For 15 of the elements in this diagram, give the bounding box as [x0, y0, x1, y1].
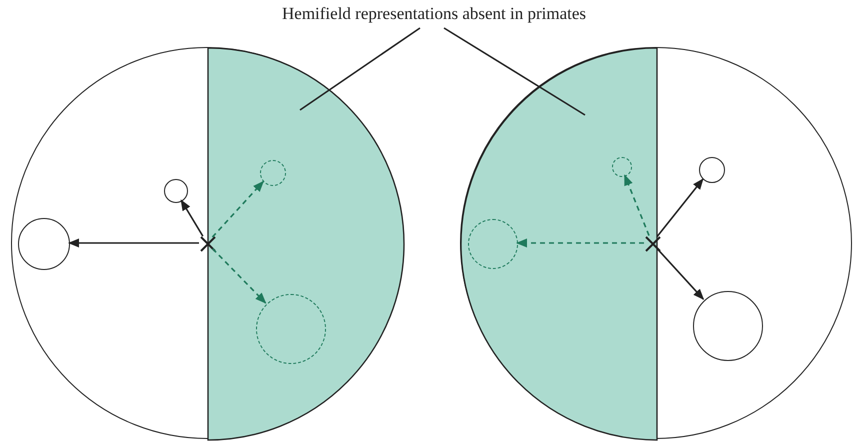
- arrow: [624, 174, 650, 236]
- arrow: [656, 248, 704, 300]
- receptive-field-circle: [699, 157, 725, 183]
- leader-line: [300, 27, 420, 111]
- arrow: [656, 178, 704, 238]
- arrow: [212, 248, 266, 304]
- arrow: [68, 238, 199, 248]
- visual-field-circle: [460, 47, 852, 439]
- visual-field-circle: [11, 47, 403, 439]
- arrow: [180, 199, 204, 237]
- arrow: [516, 238, 644, 248]
- leader-line: [444, 27, 586, 116]
- arrow: [212, 180, 264, 238]
- receptive-field-circle: [18, 218, 70, 270]
- receptive-field-circle: [164, 179, 188, 203]
